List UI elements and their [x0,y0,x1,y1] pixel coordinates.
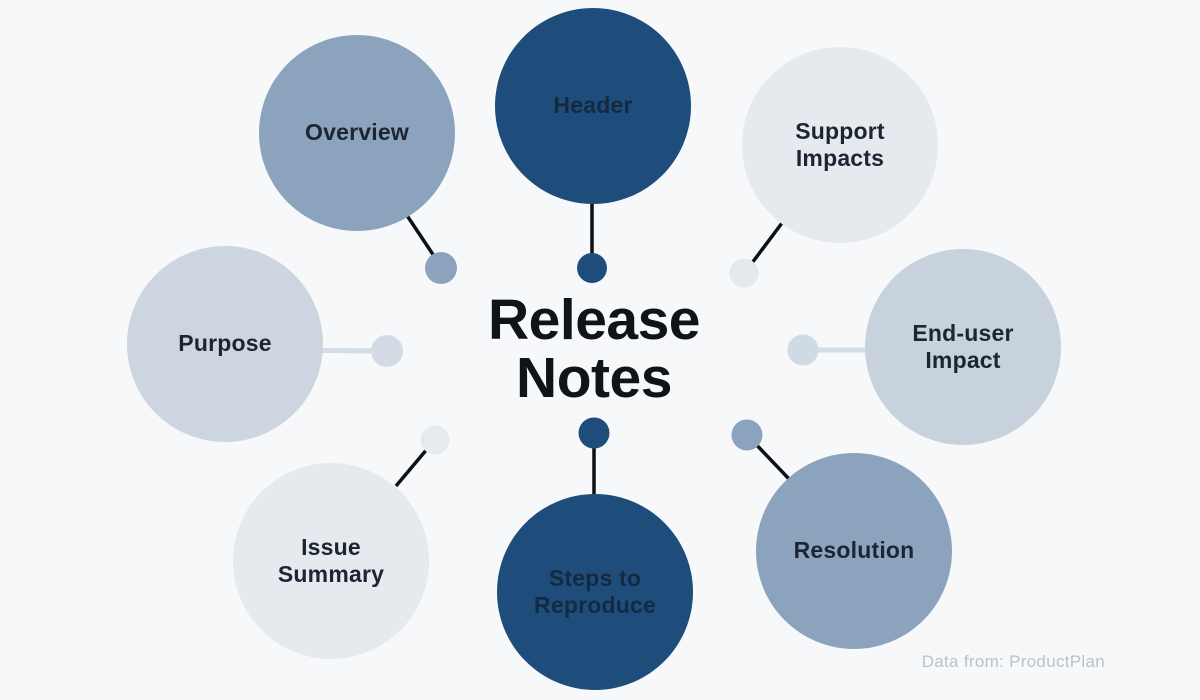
node-support-impacts: Support Impacts [742,47,938,243]
node-steps-to-reproduce: Steps to Reproduce [497,494,693,690]
diagram-title-line1: Release [487,288,701,352]
connector-dot-end-user-impact [787,334,819,366]
node-issue-summary-label: Issue Summary [277,533,385,587]
node-support-impacts-label: Support Impacts [795,117,885,171]
node-overview: Overview [259,35,455,231]
connector-dot-issue-summary [420,425,450,455]
node-header: Header [495,8,691,204]
node-overview-label: Overview [305,119,409,146]
connector-dot-overview [425,252,457,284]
connector-dot-support-impacts [729,258,759,288]
node-end-user-impact-label: End-user Impact [912,319,1014,373]
connector-dot-header [577,253,607,283]
node-purpose-label: Purpose [178,330,272,357]
attribution-text: Data from: ProductPlan [921,652,1105,671]
node-issue-summary: Issue Summary [233,463,429,659]
node-resolution-label: Resolution [793,537,915,564]
node-end-user-impact: End-user Impact [865,249,1061,445]
connector-dot-resolution [731,419,763,451]
node-header-label: Header [553,92,633,119]
node-steps-to-reproduce-label: Steps to Reproduce [534,564,656,618]
connector-dot-steps-to-reproduce [578,417,610,449]
connector-line-overview [402,210,436,257]
diagram-title-line2: Notes [516,346,672,410]
connector-dot-purpose [371,335,403,367]
node-resolution: Resolution [756,453,952,649]
node-purpose: Purpose [127,246,323,442]
diagram-title: Release Notes [487,288,701,410]
